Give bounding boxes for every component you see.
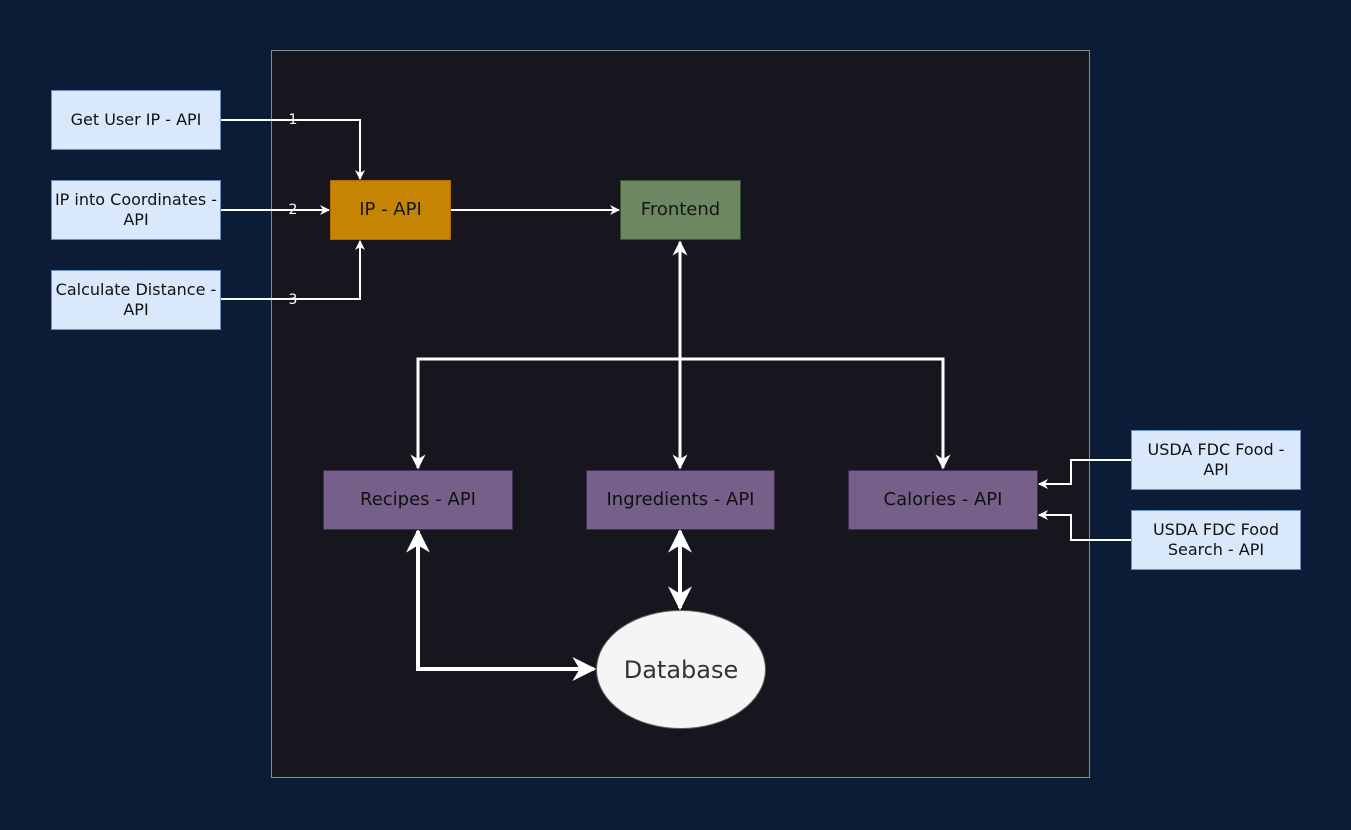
edge-label-step-3: 3 xyxy=(288,292,298,308)
calculate-distance-api-node[interactable]: Calculate Distance - API xyxy=(51,270,221,330)
ip-into-coordinates-api-node[interactable]: IP into Coordinates - API xyxy=(51,180,221,240)
usda-fdc-food-api-node[interactable]: USDA FDC Food - API xyxy=(1131,430,1301,490)
ingredients-api-node[interactable]: Ingredients - API xyxy=(586,470,775,530)
ingredients-api-label: Ingredients - API xyxy=(606,488,755,510)
database-node[interactable]: Database xyxy=(596,610,766,729)
get-user-ip-api-label: Get User IP - API xyxy=(70,110,202,129)
database-label: Database xyxy=(623,655,739,684)
calories-api-node[interactable]: Calories - API xyxy=(848,470,1038,530)
frontend-node[interactable]: Frontend xyxy=(620,180,741,240)
ip-api-node[interactable]: IP - API xyxy=(330,180,451,240)
recipes-api-node[interactable]: Recipes - API xyxy=(323,470,513,530)
edge-label-step-2: 2 xyxy=(288,202,298,218)
recipes-api-label: Recipes - API xyxy=(360,488,476,510)
usda-fdc-food-api-label: USDA FDC Food - API xyxy=(1147,440,1285,479)
edge-label-step-1: 1 xyxy=(288,112,298,128)
ip-into-coordinates-api-label: IP into Coordinates - API xyxy=(54,190,218,229)
calories-api-label: Calories - API xyxy=(883,488,1003,510)
calculate-distance-api-label: Calculate Distance - API xyxy=(55,280,217,319)
usda-fdc-food-search-api-node[interactable]: USDA FDC Food Search - API xyxy=(1131,510,1301,570)
frontend-label: Frontend xyxy=(640,198,721,220)
get-user-ip-api-node[interactable]: Get User IP - API xyxy=(51,90,221,150)
usda-fdc-food-search-api-label: USDA FDC Food Search - API xyxy=(1152,520,1280,559)
ip-api-label: IP - API xyxy=(359,198,422,220)
